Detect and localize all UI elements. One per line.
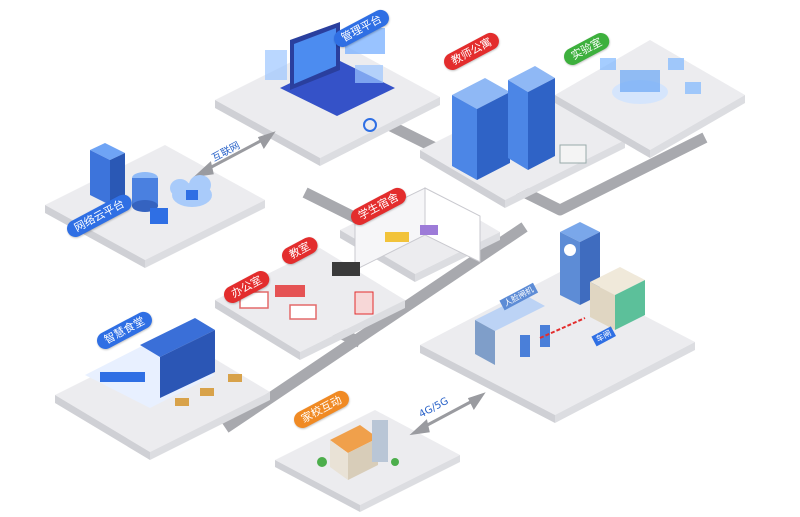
canteen-icon bbox=[85, 318, 242, 408]
lab-equipment-icon bbox=[600, 58, 701, 104]
apartment-building-icon bbox=[452, 66, 587, 180]
dorm-room-icon bbox=[354, 187, 481, 271]
parking-booth-icon bbox=[590, 267, 645, 330]
server-icon bbox=[90, 143, 168, 224]
cloud-icon bbox=[170, 175, 212, 207]
house-icon bbox=[317, 420, 399, 480]
platform-gate bbox=[420, 272, 695, 423]
clock-tower-icon bbox=[560, 222, 600, 305]
internet-arrow bbox=[193, 131, 276, 178]
mobile-arrow bbox=[409, 392, 486, 436]
face-gate-icon bbox=[475, 295, 586, 365]
office-icon bbox=[239, 262, 374, 320]
